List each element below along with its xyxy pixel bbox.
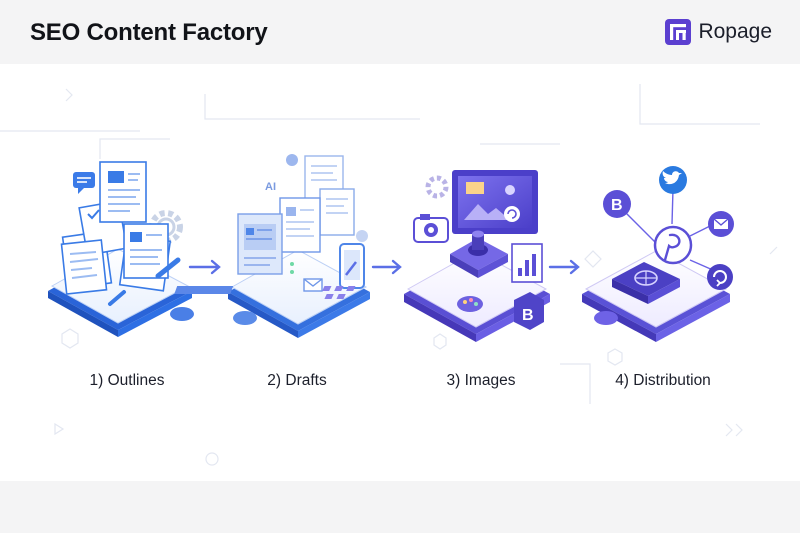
flow-arrow-2 xyxy=(371,259,402,275)
step-distribution: B xyxy=(582,166,734,342)
email-icon xyxy=(708,211,734,237)
flow-arrow-1 xyxy=(188,259,221,275)
image-monitor-icon xyxy=(452,170,538,234)
control-buttons xyxy=(322,286,356,299)
footer-bar xyxy=(0,481,800,533)
brand[interactable]: Ropage xyxy=(665,19,772,45)
cloud-icon xyxy=(170,307,194,321)
document-stack-icon xyxy=(60,161,172,295)
pipeline-diagram: AI xyxy=(0,84,778,466)
step-label-outlines: 1) Outlines xyxy=(89,372,165,389)
svg-text:B: B xyxy=(611,197,623,214)
ai-draft-pages-icon: AI xyxy=(174,154,355,294)
palette-icon xyxy=(457,296,483,312)
flow-arrow-3 xyxy=(548,259,580,275)
image-device-icon xyxy=(450,230,508,278)
twitter-bird-icon xyxy=(659,166,687,194)
step-label-drafts: 2) Drafts xyxy=(267,372,327,389)
pinterest-icon xyxy=(653,225,693,265)
blog-b-icon: B xyxy=(514,292,544,330)
refresh-icon xyxy=(707,264,733,290)
page-title: SEO Content Factory xyxy=(30,19,268,46)
pencil-icon xyxy=(108,257,181,306)
chat-bubble-icon xyxy=(73,172,95,194)
step-images: B xyxy=(322,170,550,342)
header-bar: SEO Content Factory Ropage xyxy=(0,0,800,64)
globe-icon xyxy=(612,262,680,304)
step-drafts: AI xyxy=(174,154,370,338)
step-label-images: 3) Images xyxy=(446,372,516,389)
step-outlines xyxy=(48,161,194,337)
brand-name: Ropage xyxy=(698,20,772,43)
svg-text:B: B xyxy=(522,307,534,324)
bar-chart-icon xyxy=(511,243,543,283)
step-label-distribution: 4) Distribution xyxy=(615,372,711,389)
camera-icon xyxy=(413,214,449,243)
cloud-icon xyxy=(233,311,257,325)
cloud-icon xyxy=(594,311,618,325)
gear-icon xyxy=(425,175,449,199)
svg-text:AI: AI xyxy=(265,181,276,193)
ropage-logo-icon xyxy=(665,19,692,45)
smartphone-icon xyxy=(339,230,368,289)
blog-b-icon: B xyxy=(603,190,631,218)
email-icon xyxy=(303,278,323,292)
background-decoration xyxy=(0,84,778,466)
diagram-canvas: AI xyxy=(0,64,800,481)
